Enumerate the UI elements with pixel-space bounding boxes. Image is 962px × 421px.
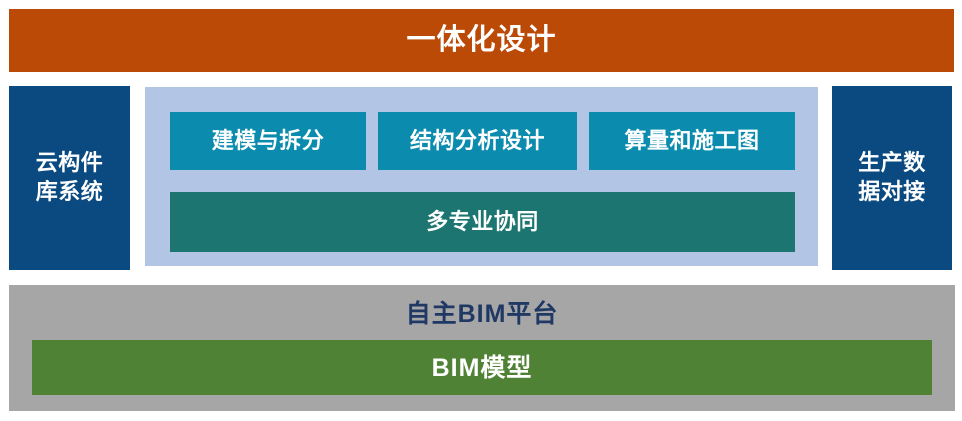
pillar-production-data-interface: 生产数 据对接 <box>832 86 952 270</box>
feature-modeling-and-splitting: 建模与拆分 <box>170 112 366 170</box>
platform-label-independent-bim: 自主BIM平台 <box>405 300 559 328</box>
feature-quantity-and-construction-drawing: 算量和施工图 <box>589 112 795 170</box>
bar-multi-discipline-collaboration: 多专业协同 <box>170 192 795 252</box>
feature-structural-analysis-design: 结构分析设计 <box>378 112 577 170</box>
pillar-cloud-component-library: 云构件 库系统 <box>9 86 130 270</box>
bar-bim-model: BIM模型 <box>32 340 932 395</box>
banner-integrated-design: 一体化设计 <box>9 9 954 72</box>
